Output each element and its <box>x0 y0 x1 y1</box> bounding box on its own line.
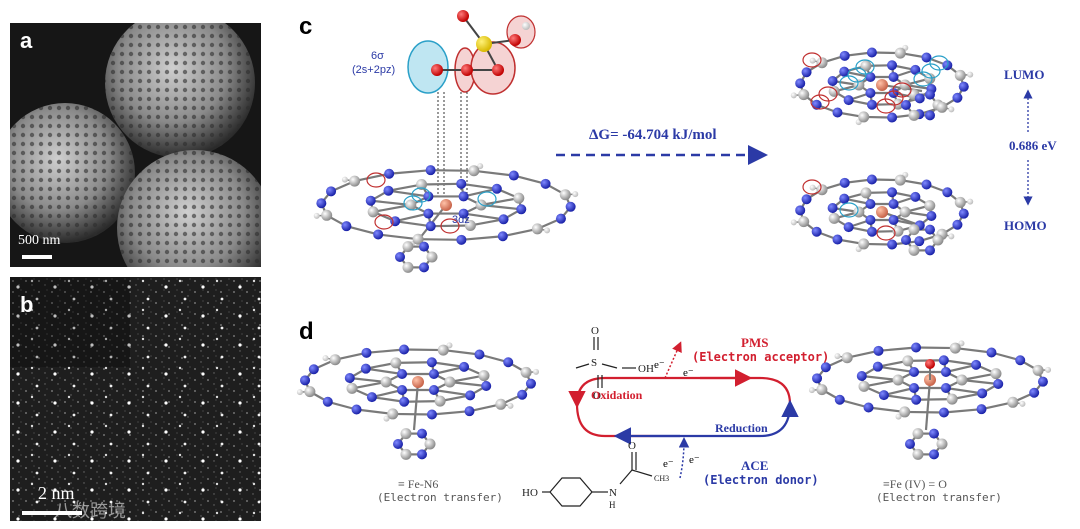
sem-micrograph <box>10 23 261 267</box>
delta-g-label: ΔG= -64.704 kJ/mol <box>589 127 717 143</box>
orbital-label-composition: (2s+2pz) <box>352 64 396 76</box>
pms-atom-s: S <box>591 357 597 369</box>
panel-letter-c: c <box>299 13 313 40</box>
homo-label: HOMO <box>1004 218 1047 233</box>
orbital-label-sigma: 6σ <box>371 50 384 62</box>
right-species-label: ≡Fe (IV) = O <box>883 477 947 491</box>
oxidation-arc-tail <box>575 403 650 438</box>
pms-atom-o-bottom: O <box>593 390 601 402</box>
electron-label-ace: e⁻ <box>663 458 674 470</box>
ace-structure <box>542 452 653 507</box>
pms-structure <box>575 337 636 388</box>
watermark: 八数跨境 <box>54 501 126 521</box>
electron-from-ace-arrow <box>678 437 690 479</box>
ace-atom-n: N <box>609 487 617 499</box>
panel-letter-d: d <box>299 318 314 345</box>
scale-bar <box>22 511 82 515</box>
lumo-orbital-model <box>790 44 974 126</box>
ace-role-label: (Electron donor) <box>703 473 819 487</box>
ace-atom-ho: HO <box>522 487 538 499</box>
ace-atom-h: H <box>609 500 616 510</box>
right-role-label: (Electron transfer) <box>876 491 1002 504</box>
pms-orbital-isosurface <box>407 10 536 95</box>
pms-atom-oh: OH <box>638 363 654 375</box>
electron-to-pms-arrow <box>664 341 682 379</box>
stem-image-panel-b: b 2 nm 八数跨境 <box>10 277 261 521</box>
scale-bar <box>22 255 52 259</box>
haadf-micrograph <box>10 277 261 521</box>
pms-label: PMS <box>741 335 769 350</box>
panel-letter-a: a <box>20 28 33 53</box>
ace-atom-ch3: CH3 <box>654 474 669 483</box>
oxidation-label: Oxidation <box>591 388 643 402</box>
oxidation-arc <box>568 376 792 409</box>
ace-label: ACE <box>741 458 769 473</box>
pms-role-label: (Electron acceptor) <box>692 350 830 364</box>
pms-atom-o-top: O <box>591 325 599 337</box>
electron-label-oxidation: e⁻ <box>654 359 665 371</box>
scale-bar-label: 2 nm <box>38 483 75 503</box>
electron-label-pms: e⁻ <box>683 367 694 379</box>
d-orbital-label: 3dz <box>452 214 470 226</box>
fe-n6-catalyst-model <box>313 163 579 273</box>
sem-image-panel-a: a 500 nm <box>10 23 261 267</box>
reduction-arc <box>650 399 799 438</box>
lumo-label: LUMO <box>1004 67 1045 82</box>
homo-orbital-model <box>790 171 974 256</box>
scale-bar-label: 500 nm <box>18 233 61 248</box>
ace-atom-o: O <box>628 440 636 452</box>
reduction-label: Reduction <box>715 421 768 435</box>
electron-label-reduction: e⁻ <box>689 454 700 466</box>
orbital-projection-lines <box>437 92 468 195</box>
energy-gap-label: 0.686 eV <box>1009 138 1057 153</box>
fe-n6-molecule-left <box>296 342 540 460</box>
left-role-label: (Electron transfer) <box>377 491 503 504</box>
left-species-label: ≡ Fe-N6 <box>398 477 439 491</box>
panel-letter-b: b <box>20 292 34 317</box>
fe-iv-oxo-molecule-right <box>808 340 1052 460</box>
